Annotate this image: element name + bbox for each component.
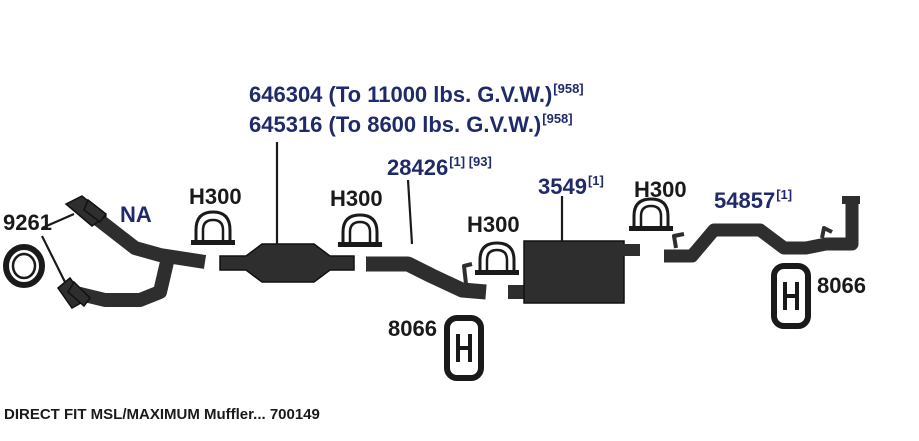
catalytic-converter <box>219 243 355 283</box>
clamp-icon <box>475 241 519 275</box>
clamp-label-1: H300 <box>189 184 242 209</box>
clamp-label-3: H300 <box>467 212 520 237</box>
catconv-part-number-b: 645316 (To 8600 lbs. G.V.W.)[958] <box>249 112 573 136</box>
muffler-ref: [1] <box>587 173 604 188</box>
clamp-icon <box>338 213 382 247</box>
tailpipe-text: 54857 <box>714 188 776 213</box>
catconv-part-number-a: 646304 (To 11000 lbs. G.V.W.)[958] <box>249 82 584 106</box>
catconv-b-text: 645316 (To 8600 lbs. G.V.W.) <box>249 112 542 137</box>
hanger-left-part-number: 8066 <box>388 316 437 341</box>
gasket-leader-upper <box>41 212 75 230</box>
y-pipe-label: NA <box>120 202 152 227</box>
muffler <box>508 240 640 304</box>
pipe-text: 28426 <box>387 155 449 180</box>
pipe-part-number: 28426[1] [93] <box>387 155 492 179</box>
clamp-icon <box>629 197 673 231</box>
y-pipe <box>56 195 207 309</box>
hanger-right-part-number: 8066 <box>817 273 866 298</box>
clamp-icon <box>191 210 235 245</box>
tailpipe-ref: [1] <box>776 187 793 202</box>
gasket-part-number: 9261 <box>3 210 52 235</box>
catconv-a-text: 646304 (To 11000 lbs. G.V.W.) <box>249 82 553 107</box>
gasket-ring <box>3 244 45 288</box>
hanger-icon <box>444 315 484 381</box>
clamp-label-4: H300 <box>634 177 687 202</box>
intermediate-pipe <box>366 256 487 300</box>
tailpipe <box>664 196 860 263</box>
clamp-label-2: H300 <box>330 186 383 211</box>
hanger-icon <box>771 263 811 329</box>
pipe-leader <box>406 179 414 245</box>
gasket-leader-lower <box>41 235 67 285</box>
catconv-a-ref: [958] <box>553 81 584 96</box>
footer-caption: DIRECT FIT MSL/MAXIMUM Muffler... 700149 <box>4 406 320 423</box>
muffler-text: 3549 <box>538 174 587 199</box>
tailpipe-part-number: 54857[1] <box>714 188 792 212</box>
catconv-b-ref: [958] <box>542 111 573 126</box>
pipe-ref: [1] [93] <box>449 154 492 169</box>
muffler-part-number: 3549[1] <box>538 174 604 198</box>
